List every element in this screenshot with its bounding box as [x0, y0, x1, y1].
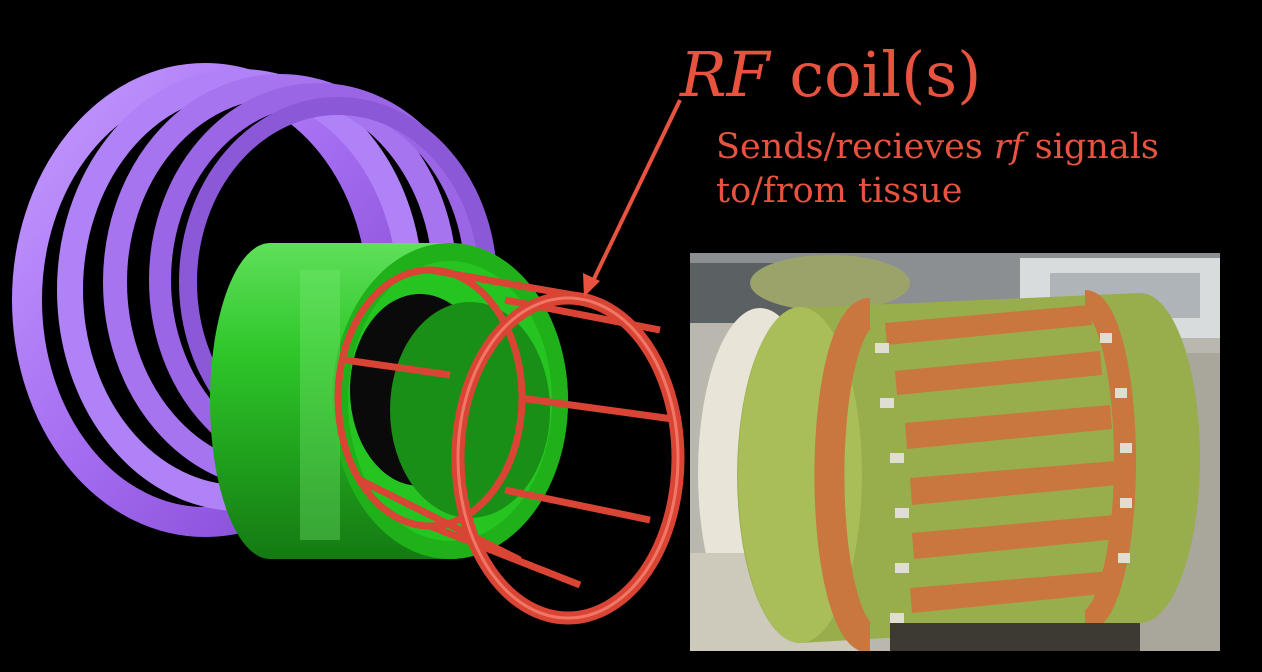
- birdcage-coil-photo: [690, 253, 1220, 651]
- caption: Sends/recieves rf signals to/from tissue: [716, 125, 1159, 213]
- title-text: coil(s): [769, 38, 982, 111]
- caption-line-1: Sends/recieves rf signals: [716, 125, 1159, 169]
- caption-italic: rf: [993, 127, 1024, 167]
- copper-strips: [885, 305, 1117, 613]
- title-italic: RF: [680, 38, 770, 111]
- gradient-cylinder: [210, 243, 568, 559]
- caption-text: Sends/recieves: [716, 127, 994, 167]
- annotation-arrow: [583, 99, 682, 297]
- caption-text: signals: [1023, 127, 1159, 167]
- rf-birdcage-coil: [334, 266, 685, 625]
- capacitors: [875, 333, 1132, 623]
- caption-line-2: to/from tissue: [716, 171, 963, 211]
- slide-title: RF coil(s): [680, 38, 981, 111]
